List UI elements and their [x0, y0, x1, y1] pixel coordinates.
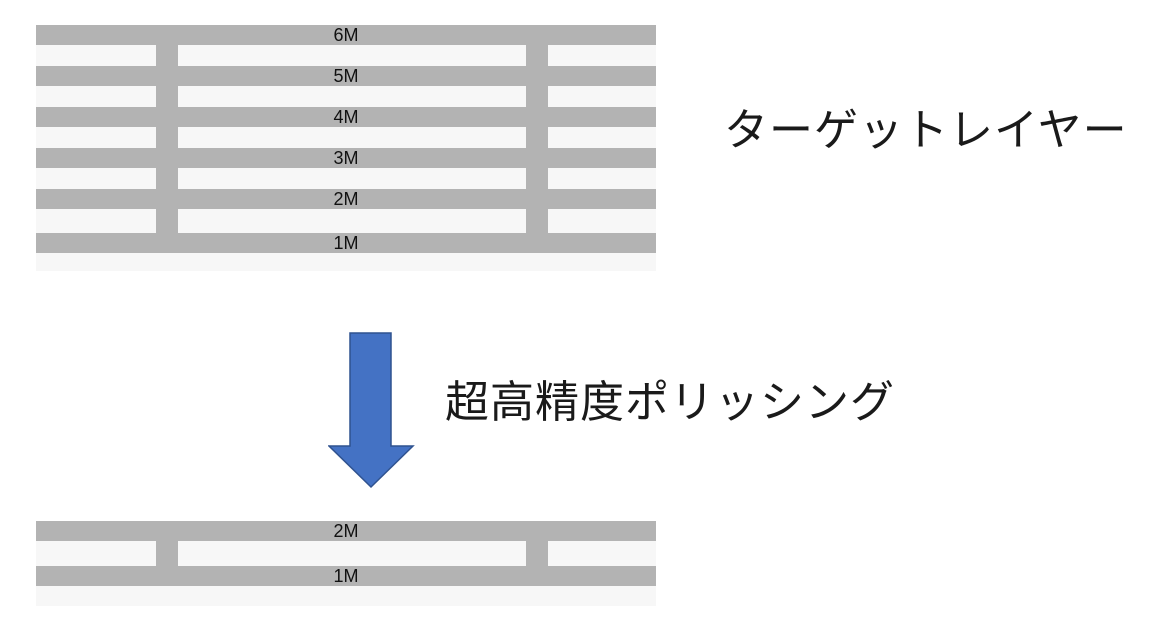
process-label: 超高精度ポリッシング [445, 377, 895, 428]
down-arrow-shape [328, 332, 415, 489]
metal-layer-5m: 5M [36, 66, 656, 86]
layer-label-1m: 1M [333, 233, 359, 253]
layer-label-1m: 1M [333, 566, 359, 586]
target-layer-label: ターゲットレイヤー [724, 105, 1128, 156]
down-arrow-icon [328, 332, 415, 489]
metal-layer-6m: 6M [36, 25, 656, 45]
metal-layer-3m: 3M [36, 148, 656, 168]
metal-layer-4m: 4M [36, 107, 656, 127]
metal-layer-1m: 1M [36, 233, 656, 253]
layer-label-6m: 6M [333, 25, 359, 45]
top-metal-stack: 6M 5M 4M 3M 2M 1M [36, 25, 656, 271]
via-right [526, 539, 548, 569]
layer-label-4m: 4M [333, 107, 359, 127]
bottom-metal-stack: 2M 1M [36, 521, 656, 606]
via-left [156, 539, 178, 569]
metal-layer-1m: 1M [36, 566, 656, 586]
layer-label-2m: 2M [333, 521, 359, 541]
layer-label-5m: 5M [333, 66, 359, 86]
metal-layer-2m: 2M [36, 521, 656, 541]
layer-label-3m: 3M [333, 148, 359, 168]
metal-layer-2m: 2M [36, 189, 656, 209]
layer-label-2m: 2M [333, 189, 359, 209]
